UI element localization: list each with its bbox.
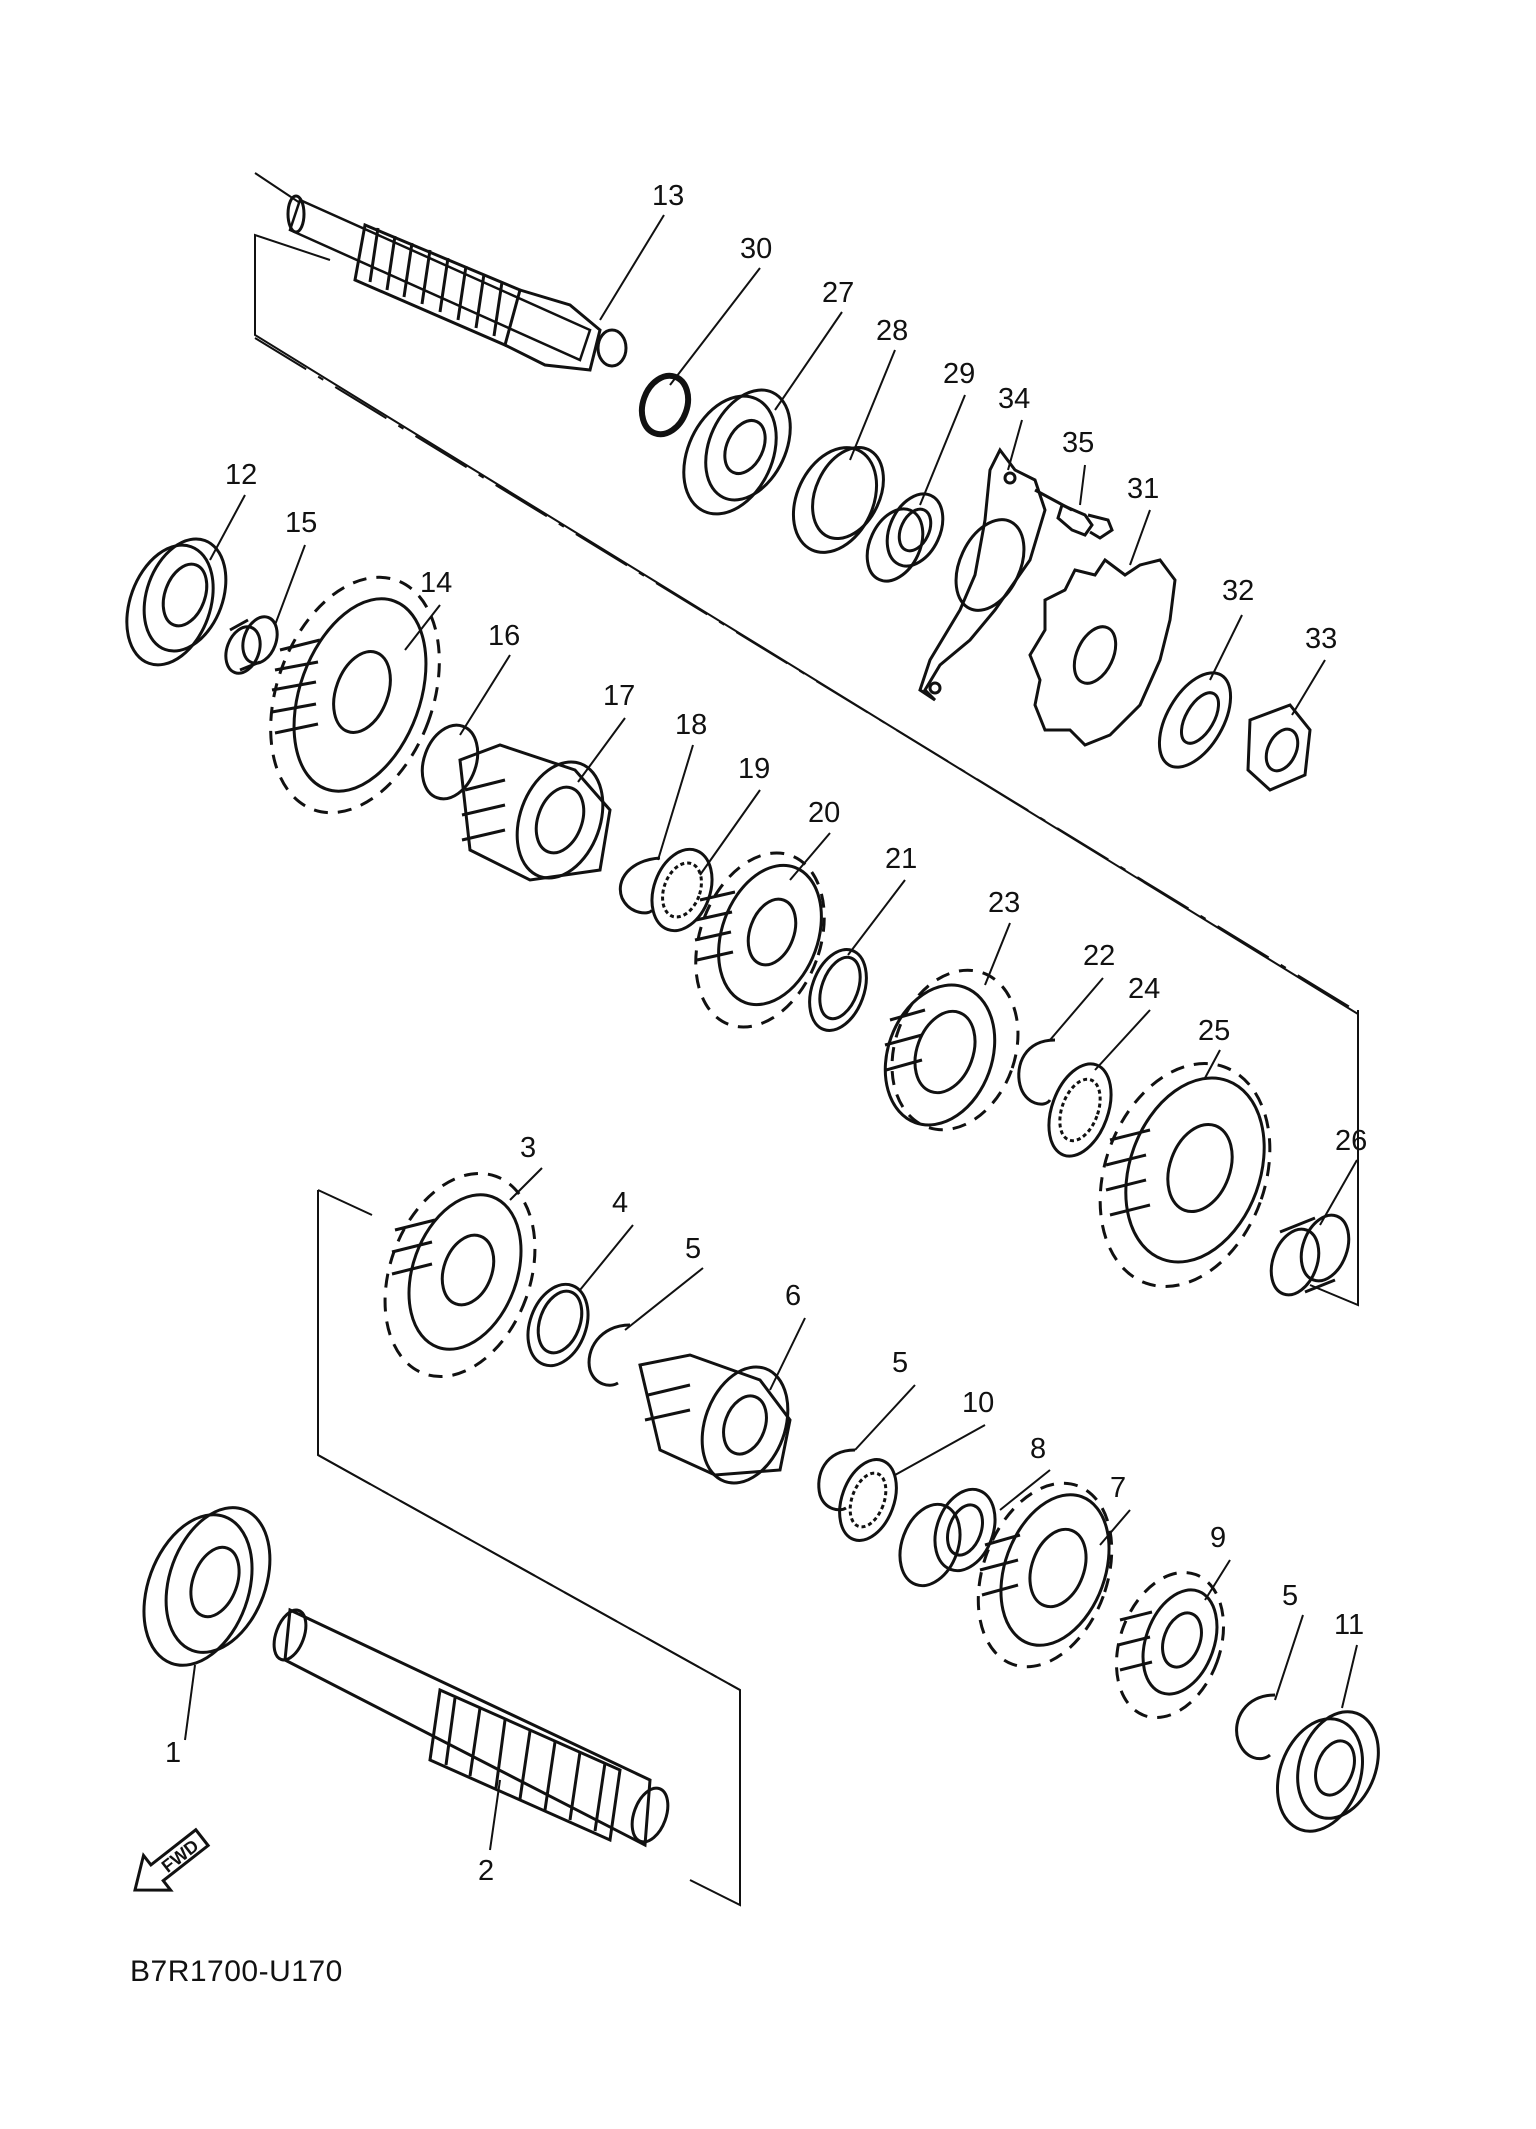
part-label-p5a: 5	[685, 1233, 701, 1265]
plate-34	[918, 447, 1047, 702]
part-label-p17: 17	[603, 680, 635, 712]
part-label-p9: 9	[1210, 1522, 1226, 1554]
part-label-p30: 30	[740, 233, 772, 265]
gear-9	[1114, 1570, 1226, 1720]
upper-group-outline	[254, 172, 1359, 1307]
oil-seal-28	[791, 445, 885, 554]
splined-washer-24	[1047, 1062, 1113, 1158]
part-label-p11: 11	[1334, 1609, 1364, 1641]
collar-29	[865, 492, 945, 583]
part-label-p32: 32	[1222, 575, 1254, 607]
gear-6	[638, 1353, 792, 1485]
bearing-12	[125, 537, 228, 667]
lower-group-outline	[317, 1189, 741, 1907]
part-label-p15: 15	[285, 507, 317, 539]
nut-33	[1246, 703, 1312, 792]
bearing-1	[142, 1506, 272, 1667]
part-label-p14: 14	[420, 567, 452, 599]
collar-15	[224, 615, 279, 675]
main-axle-2	[272, 1607, 670, 1848]
gear-20	[694, 851, 826, 1029]
upper-group-dashed-axis	[254, 337, 1359, 1013]
circlip-5c	[1235, 1693, 1276, 1761]
circlip-5a	[587, 1323, 631, 1387]
part-label-p31: 31	[1127, 473, 1159, 505]
washer-16	[420, 723, 480, 801]
gear-17	[458, 743, 612, 882]
splined-washer-19	[650, 847, 714, 933]
part-label-p2: 2	[478, 1855, 494, 1887]
part-label-p10: 10	[962, 1387, 994, 1419]
part-label-p33: 33	[1305, 623, 1337, 655]
part-label-p8: 8	[1030, 1433, 1046, 1465]
part-label-p12: 12	[225, 459, 257, 491]
gear-14	[269, 575, 441, 815]
part-label-p25: 25	[1198, 1015, 1230, 1047]
bearing-11	[1275, 1710, 1380, 1833]
fwd-arrow-icon: FWD	[133, 1827, 211, 1892]
lock-washer-32	[1157, 671, 1233, 769]
part-label-p18: 18	[675, 709, 707, 741]
gear-3	[383, 1171, 537, 1379]
circlip-22	[1017, 1038, 1056, 1106]
part-label-p26: 26	[1335, 1125, 1367, 1157]
o-ring-30	[638, 372, 692, 438]
part-label-p23: 23	[988, 887, 1020, 919]
bearing-27	[682, 388, 792, 516]
part-label-p21: 21	[885, 843, 917, 875]
bolt-35	[1034, 488, 1114, 540]
part-label-p22: 22	[1083, 940, 1115, 972]
main-axle-13	[286, 194, 628, 372]
part-label-p19: 19	[738, 753, 770, 785]
part-label-p28: 28	[876, 315, 908, 347]
part-label-p29: 29	[943, 358, 975, 390]
part-label-p16: 16	[488, 620, 520, 652]
needle-bearing-8	[898, 1487, 997, 1588]
diagram-code: B7R1700-U170	[130, 1955, 343, 1988]
gear-7	[976, 1481, 1114, 1669]
gear-25	[1098, 1062, 1272, 1288]
part-label-p5c: 5	[1282, 1580, 1298, 1612]
part-label-p7: 7	[1110, 1472, 1126, 1504]
collar-26	[1269, 1213, 1351, 1297]
splined-washer-10	[838, 1458, 898, 1542]
washer-21	[808, 948, 868, 1032]
part-label-p27: 27	[822, 277, 854, 309]
gear-23	[883, 968, 1020, 1132]
washer-4	[526, 1282, 590, 1368]
part-label-p13: 13	[652, 180, 684, 212]
part-label-p24: 24	[1128, 973, 1160, 1005]
part-label-p5b: 5	[892, 1347, 908, 1379]
lower-group-dashed-axis	[317, 1454, 741, 1691]
part-label-p4: 4	[612, 1187, 628, 1219]
circlip-18	[618, 856, 661, 915]
part-label-p35: 35	[1062, 427, 1094, 459]
part-label-p3: 3	[520, 1132, 536, 1164]
part-label-p1: 1	[165, 1737, 181, 1769]
part-label-p20: 20	[808, 797, 840, 829]
part-label-p34: 34	[998, 383, 1030, 415]
sprocket-31	[1028, 557, 1177, 747]
part-label-p6: 6	[785, 1280, 801, 1312]
